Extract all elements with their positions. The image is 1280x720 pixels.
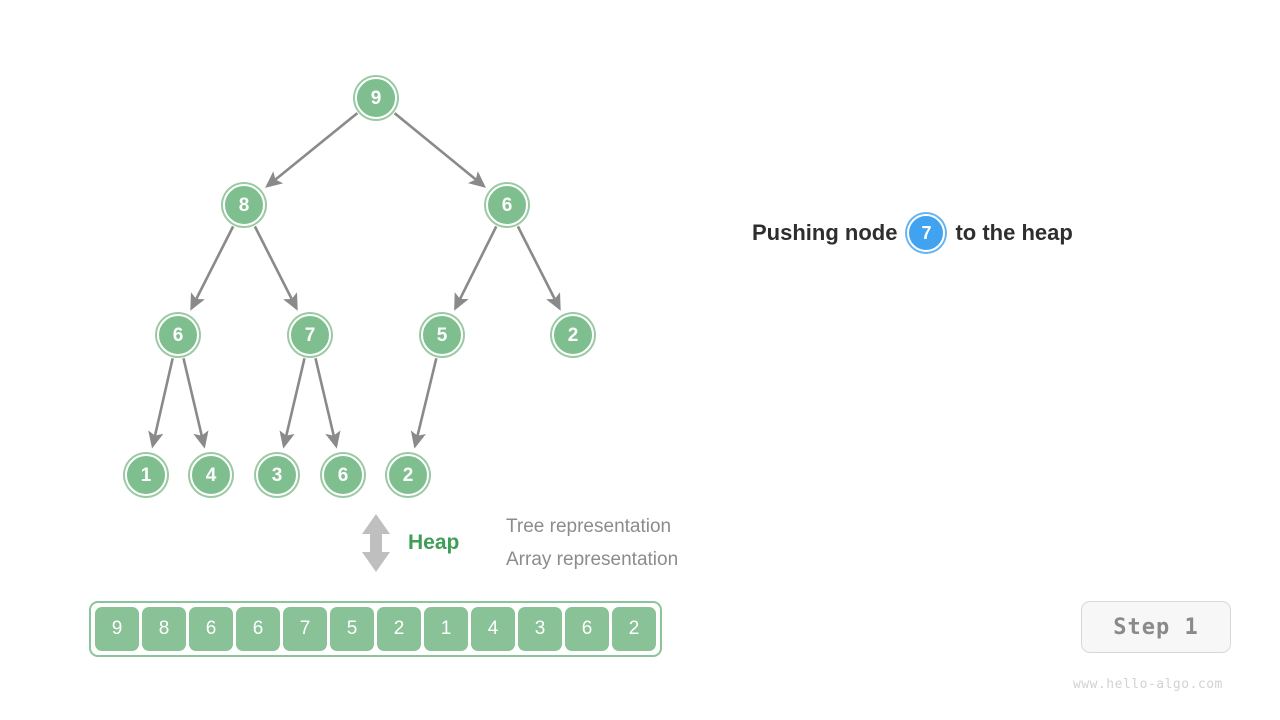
array-cell: 2 — [377, 607, 421, 651]
tree-node: 1 — [125, 454, 167, 496]
tree-node: 2 — [387, 454, 429, 496]
array-cell: 3 — [518, 607, 562, 651]
tree-edge — [148, 358, 174, 449]
tree-node: 6 — [322, 454, 364, 496]
array-cell: 1 — [424, 607, 468, 651]
tree-node: 2 — [552, 314, 594, 356]
tree-edge — [516, 225, 561, 311]
tree-node: 6 — [486, 184, 528, 226]
tree-representation-label: Tree representation — [506, 516, 672, 537]
array-cell: 4 — [471, 607, 515, 651]
tree-edge — [454, 225, 498, 311]
tree-edge — [253, 225, 298, 311]
edge-layer — [148, 112, 561, 449]
array-cell: 9 — [95, 607, 139, 651]
array-cell: 6 — [189, 607, 233, 651]
watermark: www.hello-algo.com — [1073, 677, 1223, 692]
array-cell: 2 — [612, 607, 656, 651]
tree-node: 9 — [355, 77, 397, 119]
array-cell: 6 — [236, 607, 280, 651]
representation-labels: Tree representation Array representation — [506, 512, 678, 574]
double-vertical-arrow-icon — [362, 514, 390, 572]
array-representation-label: Array representation — [506, 549, 679, 570]
caption: Pushing node 7 to the heap — [752, 214, 1073, 252]
caption-prefix: Pushing node — [752, 220, 898, 245]
heap-legend: Heap — [356, 512, 459, 574]
tree-edge — [393, 112, 486, 188]
tree-node: 3 — [256, 454, 298, 496]
tree-node: 6 — [157, 314, 199, 356]
tree-node: 4 — [190, 454, 232, 496]
caption-node-badge: 7 — [907, 214, 946, 252]
tree-edge — [182, 358, 209, 449]
tree-node: 5 — [421, 314, 463, 356]
array-cell: 6 — [565, 607, 609, 651]
heap-label: Heap — [408, 531, 460, 554]
caption-suffix: to the heap — [955, 220, 1073, 245]
step-badge: Step 1 — [1081, 601, 1231, 653]
tree-edge — [410, 358, 438, 449]
array-cell: 8 — [142, 607, 186, 651]
tree-node: 7 — [289, 314, 331, 356]
array-cell: 5 — [330, 607, 374, 651]
tree-edge — [190, 225, 235, 311]
tree-edge — [314, 358, 341, 449]
array-cell: 7 — [283, 607, 327, 651]
tree-edge — [265, 112, 359, 188]
tree-edge — [279, 358, 306, 449]
tree-node: 8 — [223, 184, 265, 226]
